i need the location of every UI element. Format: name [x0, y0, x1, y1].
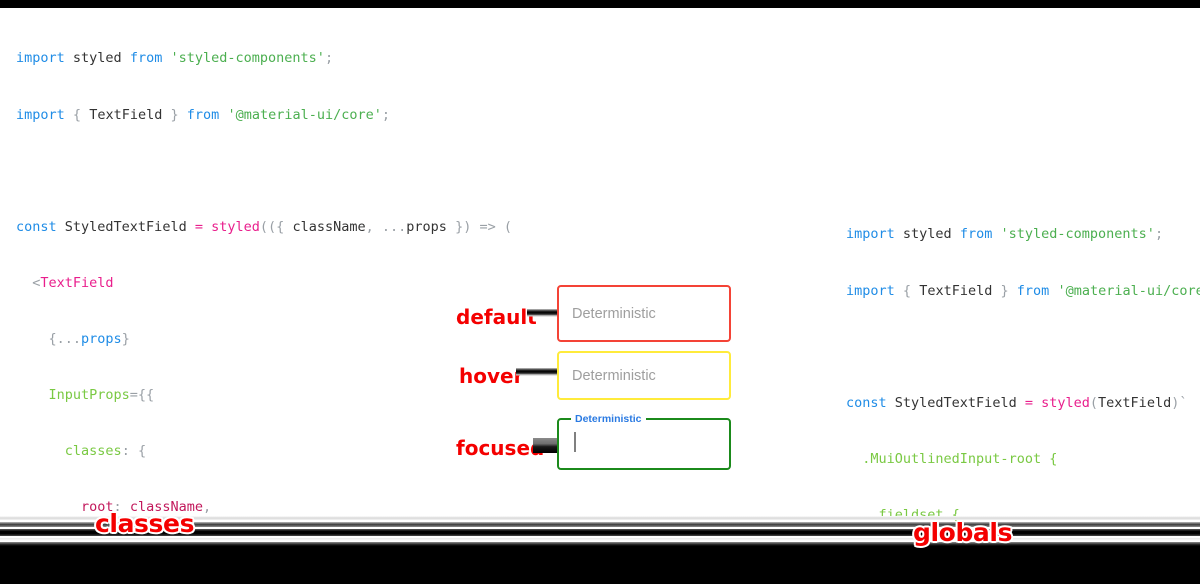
state-label-default: default — [456, 305, 537, 329]
state-label-hover: hover — [459, 364, 524, 388]
code-line: import { TextField } from '@material-ui/… — [846, 282, 1200, 299]
code-line: .MuiOutlinedInput-root { — [862, 450, 1058, 467]
textfield-placeholder: Deterministic — [572, 367, 656, 384]
code-block-globals: import styled from 'styled-components'; … — [846, 188, 1200, 584]
banner-rule — [0, 542, 1200, 548]
code-line: InputProps={{ — [48, 386, 155, 403]
connector-line-default — [527, 308, 557, 318]
white-canvas: import styled from 'styled-components'; … — [0, 8, 1200, 579]
code-line: <TextField — [32, 274, 114, 291]
code-line: import styled from 'styled-components'; — [16, 50, 334, 67]
code-line — [16, 162, 512, 181]
textfield-default[interactable]: Deterministic — [557, 285, 731, 342]
connector-line-focused — [533, 438, 557, 453]
code-line: const StyledTextField = styled(({ classN… — [16, 218, 513, 235]
code-line: const StyledTextField = styled(TextField… — [846, 394, 1188, 411]
state-label-focused: focused — [456, 436, 545, 460]
banner-rule — [0, 529, 1200, 536]
bottom-black-bar — [0, 546, 1200, 584]
banner-rule — [0, 538, 1200, 541]
textfield-focused[interactable]: Deterministic — [557, 413, 731, 470]
banner-label-globals: globals — [913, 518, 1013, 547]
code-line — [846, 338, 1200, 357]
code-line: import styled from 'styled-components'; — [846, 226, 1164, 243]
code-line: root: className, — [81, 499, 212, 516]
banner-rule — [0, 522, 1200, 527]
textfield-floating-label: Deterministic — [571, 413, 646, 425]
code-line: {...props} — [48, 330, 130, 347]
banner-label-classes: classes — [95, 509, 195, 538]
code-line: classes: { — [64, 443, 147, 460]
banner-rule — [0, 516, 1200, 520]
connector-line-hover — [516, 367, 557, 377]
top-black-bar — [0, 0, 1200, 8]
code-line: import { TextField } from '@material-ui/… — [16, 106, 391, 123]
text-caret — [574, 432, 576, 452]
code-block-classes: import styled from 'styled-components'; … — [16, 12, 512, 584]
textfield-hover[interactable]: Deterministic — [557, 351, 731, 400]
textfield-placeholder: Deterministic — [572, 305, 656, 322]
